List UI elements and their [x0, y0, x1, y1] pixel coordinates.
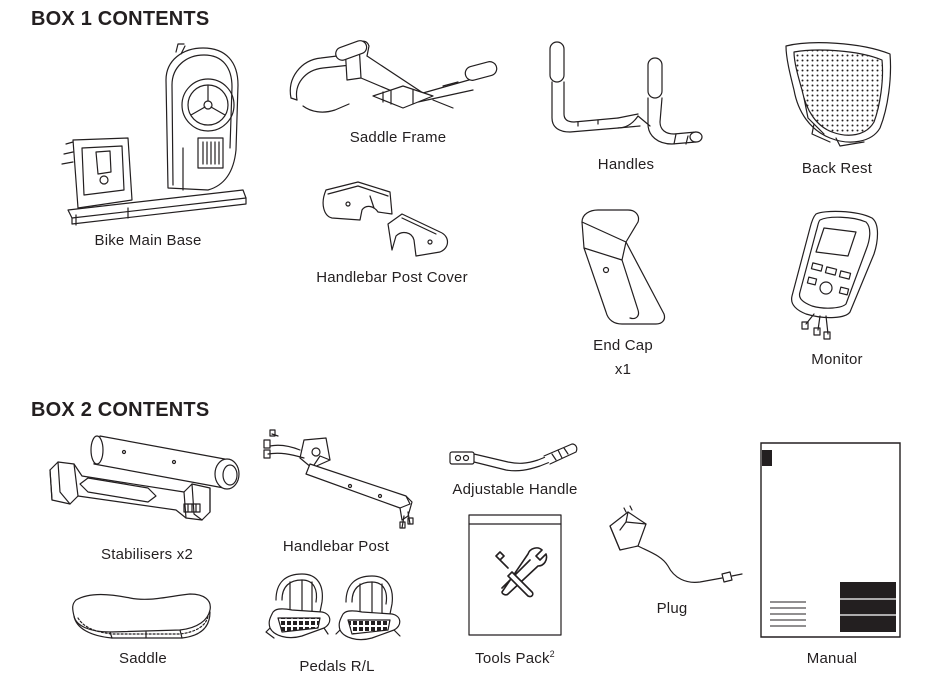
saddle-label: Saddle: [119, 650, 167, 667]
handlebar-post-label: Handlebar Post: [282, 538, 390, 555]
handles-label: Handles: [597, 156, 655, 173]
saddle-frame-illustration: [283, 38, 501, 123]
pedals-illustration: [262, 572, 404, 650]
stabilisers-illustration: [44, 430, 244, 542]
bike-main-base-label: Bike Main Base: [94, 232, 202, 249]
stabilisers-label: Stabilisers x2: [100, 546, 194, 563]
back-rest-label: Back Rest: [801, 160, 873, 177]
tools-pack-illustration: [468, 514, 564, 638]
plug-label: Plug: [656, 600, 688, 617]
tools-pack-footnote: 2: [549, 649, 555, 659]
saddle-frame-label: Saddle Frame: [349, 129, 447, 146]
monitor-label: Monitor: [811, 351, 863, 368]
back-rest-illustration: [780, 38, 895, 148]
monitor-illustration: [786, 208, 884, 343]
pedals-label: Pedals R/L: [299, 658, 375, 675]
end-cap-label: End Cap: [593, 337, 653, 354]
handles-illustration: [548, 40, 708, 150]
tools-pack-label-text: Tools Pack: [475, 650, 550, 667]
saddle-illustration: [70, 588, 216, 642]
handlebar-post-cover-illustration: [318, 180, 458, 260]
tools-pack-label: Tools Pack2: [475, 649, 555, 668]
adjustable-handle-illustration: [448, 438, 578, 478]
box2-heading: BOX 2 CONTENTS: [31, 399, 210, 421]
adjustable-handle-label: Adjustable Handle: [452, 481, 578, 498]
box1-heading: BOX 1 CONTENTS: [31, 8, 210, 30]
bike-main-base-illustration: [58, 40, 248, 225]
manual-illustration: [760, 442, 902, 638]
plug-illustration: [604, 508, 746, 588]
handlebar-post-cover-label: Handlebar Post Cover: [316, 269, 468, 286]
handlebar-post-illustration: [260, 430, 420, 532]
manual-label: Manual: [806, 650, 858, 667]
end-cap-quantity: x1: [614, 361, 632, 378]
end-cap-illustration: [578, 208, 670, 326]
